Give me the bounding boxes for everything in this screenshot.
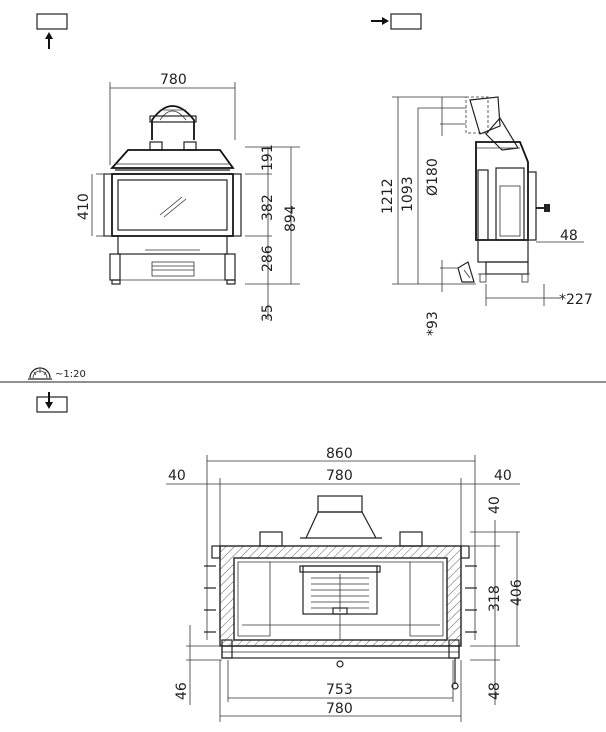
top-view: 860 780 40 40 bbox=[166, 446, 525, 722]
side-base-offset-label: *93 bbox=[425, 311, 441, 336]
top-bottom-outer-label: 780 bbox=[326, 701, 353, 717]
top-margin-left-label: 40 bbox=[168, 468, 186, 484]
front-h-glass-label: 382 bbox=[260, 194, 276, 221]
front-h-feet-label: 35 bbox=[260, 304, 276, 322]
top-depth-margin-label: 40 bbox=[487, 496, 503, 514]
side-depth-label: *227 bbox=[559, 292, 593, 308]
gauge-scale-icon bbox=[28, 367, 52, 380]
top-front-right-label: 48 bbox=[487, 682, 503, 700]
top-front-left-label: 46 bbox=[174, 682, 190, 700]
top-inner-width-label: 780 bbox=[326, 468, 353, 484]
side-h-body-label: 1093 bbox=[400, 176, 416, 212]
top-margin-right-label: 40 bbox=[494, 468, 512, 484]
top-depth-total-label: 406 bbox=[509, 579, 525, 606]
side-view-arrow-right-icon bbox=[371, 13, 422, 30]
front-width-label: 780 bbox=[160, 72, 187, 88]
top-bottom-inner-label: 753 bbox=[326, 682, 353, 698]
scale-label: ~1:20 bbox=[55, 369, 86, 380]
front-h-total-label: 894 bbox=[283, 205, 299, 232]
side-flue-diameter-label: Ø180 bbox=[425, 158, 441, 196]
front-h-bottom-label: 286 bbox=[260, 245, 276, 272]
side-handle-depth-label: 48 bbox=[560, 228, 578, 244]
side-h-total-label: 1212 bbox=[380, 178, 396, 214]
top-view-arrow-down-icon bbox=[36, 392, 68, 413]
side-view: 1212 1093 Ø180 *93 48 *227 bbox=[380, 96, 593, 336]
top-outer-width-label: 860 bbox=[326, 446, 353, 462]
top-depth-inner-label: 318 bbox=[487, 585, 503, 612]
front-h-top-label: 191 bbox=[260, 144, 276, 171]
front-view-arrow-up-icon bbox=[36, 13, 68, 49]
front-h-door-label: 410 bbox=[76, 193, 92, 220]
front-view: 780 bbox=[76, 72, 300, 322]
